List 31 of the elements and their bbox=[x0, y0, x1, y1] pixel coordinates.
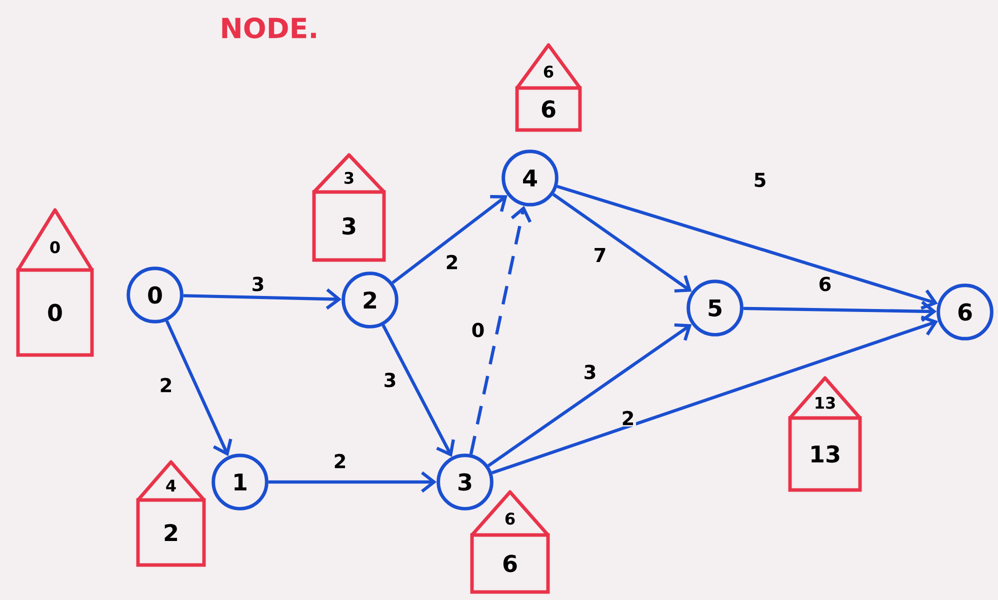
node-label: 4 bbox=[166, 480, 176, 492]
edge-label: 2 bbox=[444, 254, 460, 270]
arrow bbox=[469, 206, 532, 455]
house-box: 0 0 bbox=[16, 208, 94, 357]
arrow bbox=[382, 324, 455, 457]
house-box: 13 13 bbox=[788, 376, 862, 492]
node-label: 3 bbox=[344, 172, 354, 184]
node-label: 13 bbox=[816, 396, 835, 409]
arrow bbox=[552, 193, 692, 293]
edge-label: 0 bbox=[470, 321, 486, 339]
house-box: 3 3 bbox=[312, 153, 386, 262]
arrow bbox=[743, 300, 937, 322]
node-label: 0 bbox=[50, 241, 60, 254]
arrow bbox=[487, 323, 692, 468]
edge-label: 2 bbox=[158, 376, 174, 394]
arrow bbox=[491, 316, 938, 474]
house-box: 6 6 bbox=[515, 43, 582, 132]
node-label: 6 bbox=[505, 512, 515, 525]
arrow bbox=[268, 471, 437, 493]
node-label: 6 bbox=[544, 66, 554, 78]
arrow bbox=[183, 288, 342, 310]
arrow bbox=[165, 320, 232, 456]
heading: NODE. bbox=[222, 18, 316, 38]
edge-label: 7 bbox=[592, 246, 608, 264]
house-box: 2 4 bbox=[136, 460, 206, 567]
edge-label: 2 bbox=[620, 410, 636, 426]
edge-label: 5 bbox=[752, 172, 768, 188]
arrow bbox=[392, 195, 508, 284]
house-box: 6 6 bbox=[470, 490, 550, 594]
edge-label: 2 bbox=[332, 452, 348, 470]
arrow bbox=[556, 184, 938, 310]
